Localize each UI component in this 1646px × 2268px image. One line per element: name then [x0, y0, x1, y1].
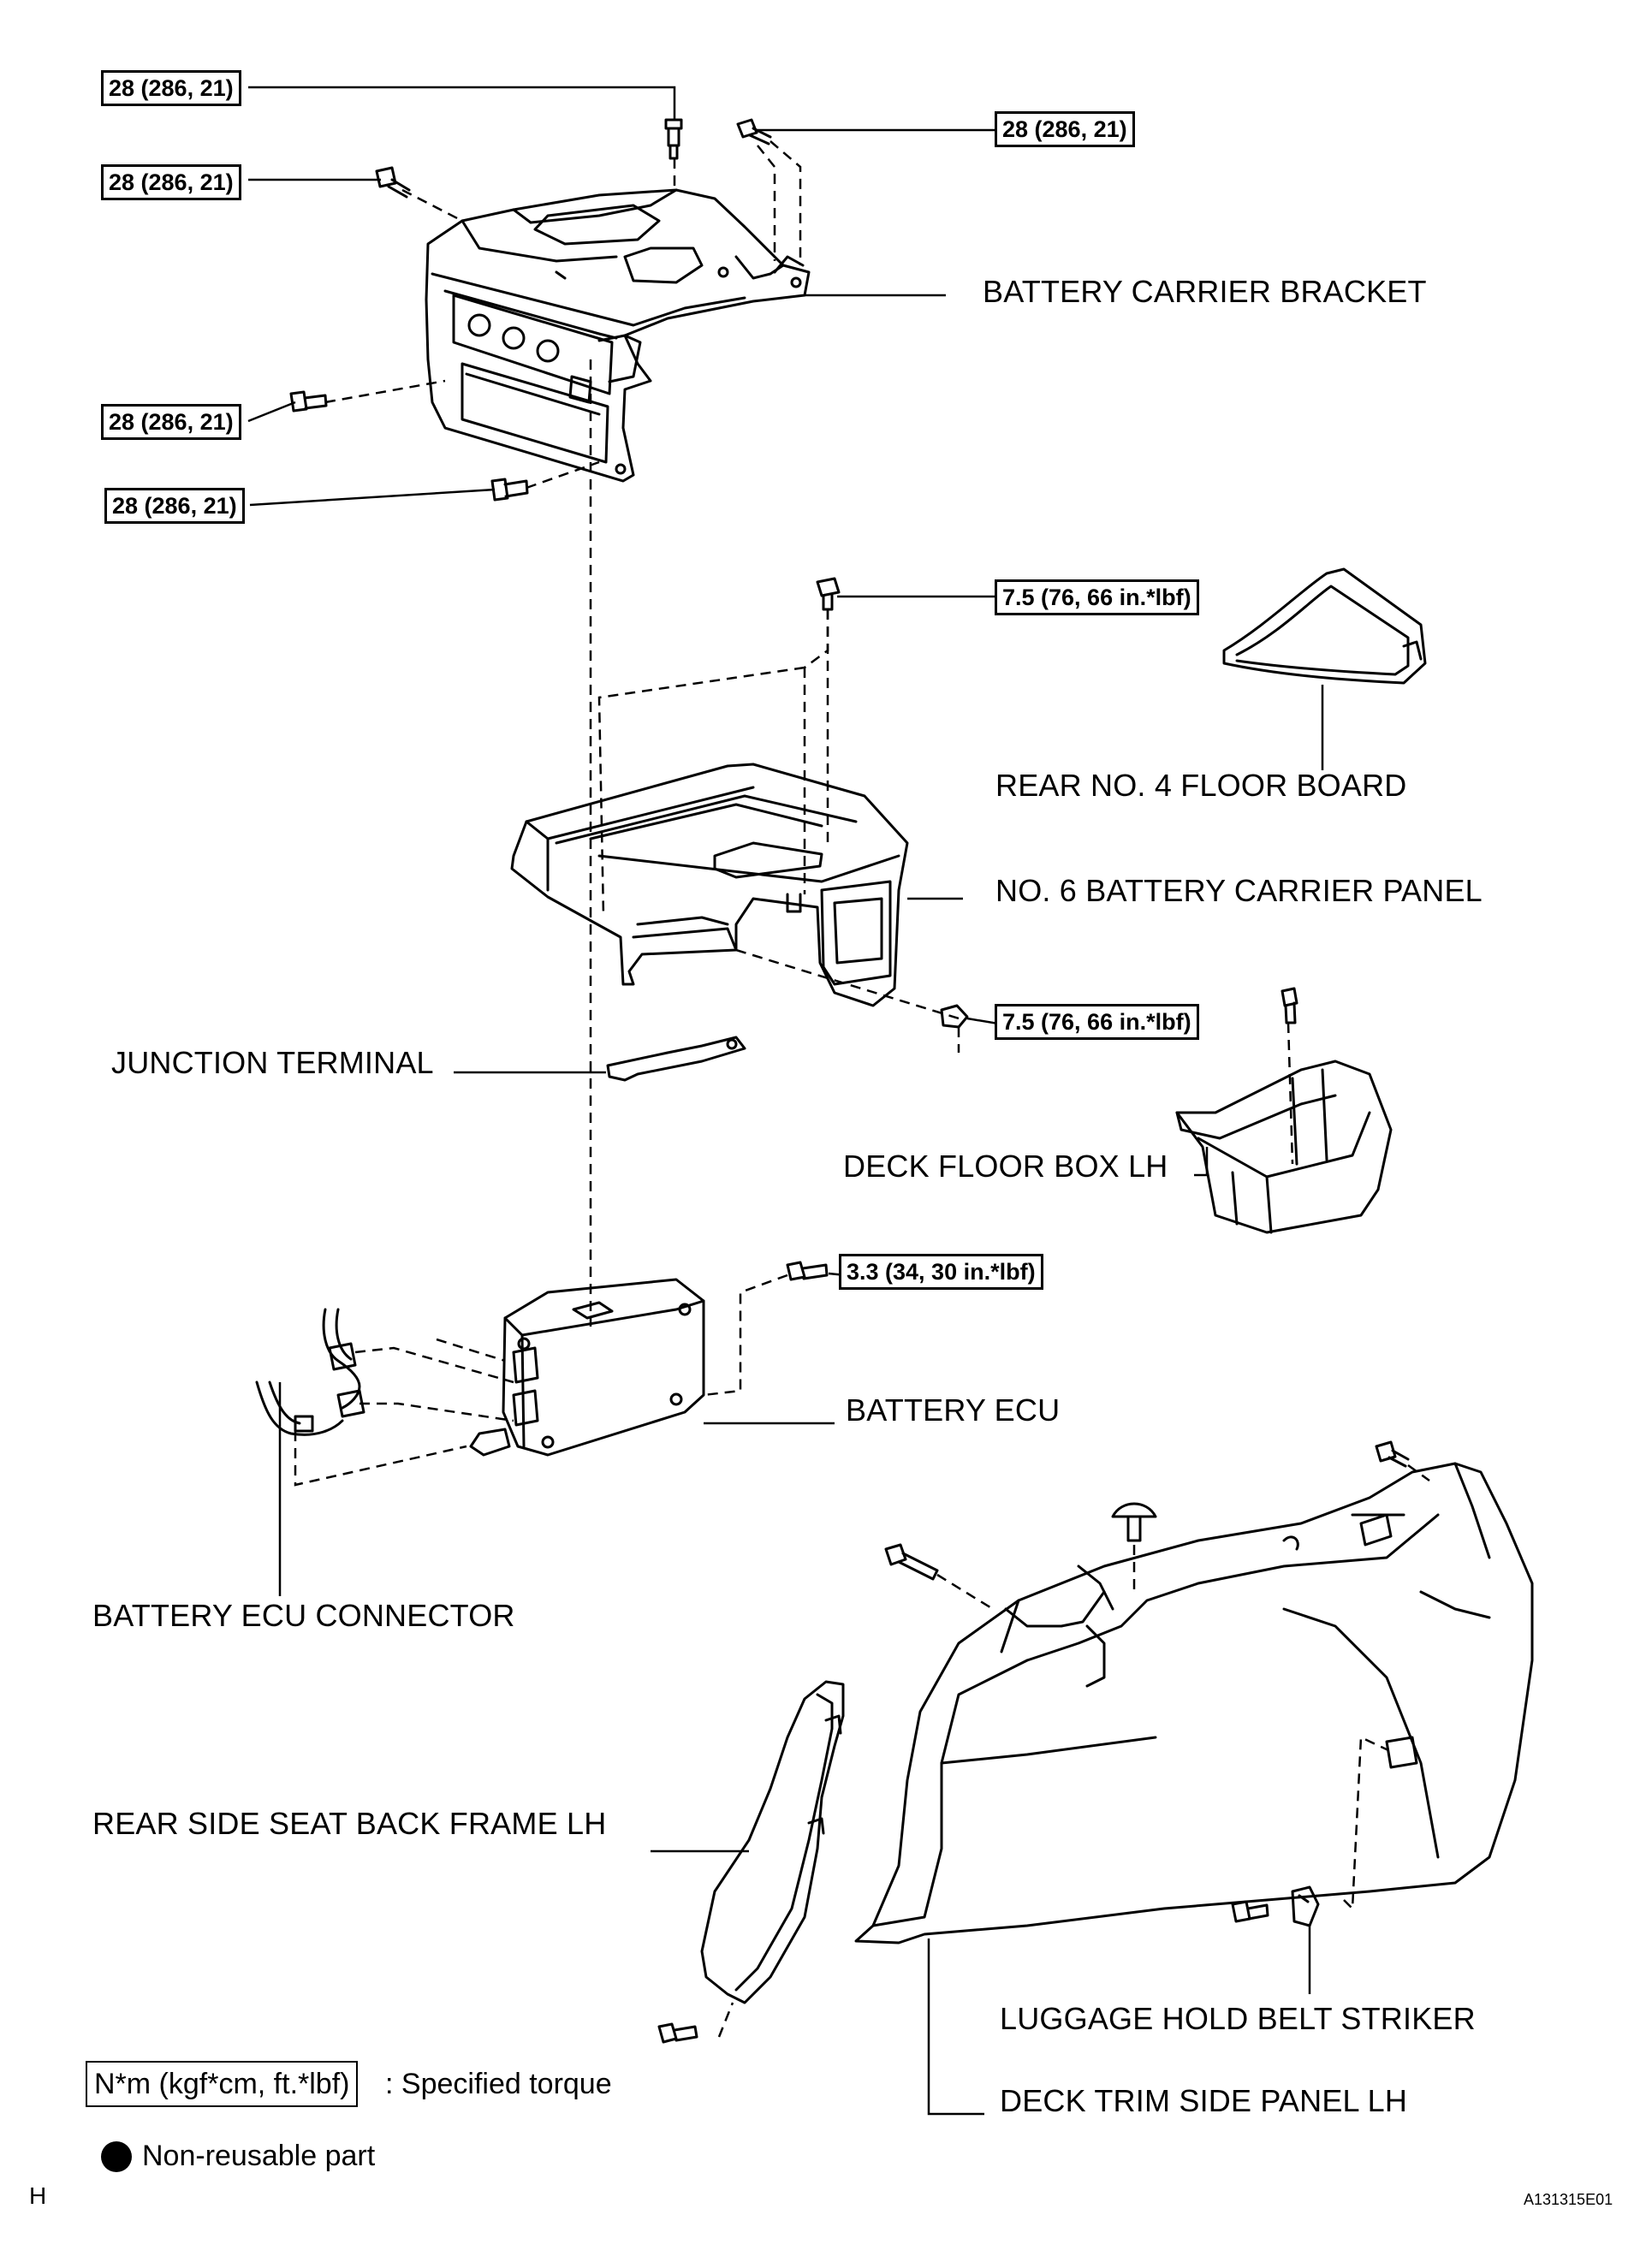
torque-spec-box: 28 (286, 21): [101, 70, 241, 106]
torque-spec-box: 28 (286, 21): [101, 404, 241, 440]
battery-ecu-connector-drawing: [255, 1261, 829, 1436]
luggage-hold-belt-striker-drawing: [1291, 1885, 1320, 1927]
label-battery-ecu-connector: BATTERY ECU CONNECTOR: [92, 1598, 515, 1633]
rear-side-seat-back-frame-lh-drawing: [657, 1680, 845, 2044]
rear-no4-floor-board-drawing: [1222, 567, 1427, 685]
label-rear-side-seat-back-frame-lh: REAR SIDE SEAT BACK FRAME LH: [92, 1806, 607, 1841]
torque-spec-box: 7.5 (76, 66 in.*lbf): [995, 579, 1199, 615]
junction-terminal-drawing: [606, 1036, 746, 1082]
label-deck-floor-box-lh: DECK FLOOR BOX LH: [843, 1149, 1168, 1184]
label-luggage-hold-belt-striker: LUGGAGE HOLD BELT STRIKER: [1000, 2001, 1476, 2036]
bolt-icon: [1231, 1900, 1269, 1923]
deck-trim-side-panel-lh-drawing: [854, 1462, 1534, 1944]
corner-letter: H: [29, 2182, 47, 2209]
legend-torque-desc: : Specified torque: [385, 2068, 612, 2100]
label-junction-terminal: JUNCTION TERMINAL: [111, 1045, 434, 1080]
label-deck-trim-side-panel-lh: DECK TRIM SIDE PANEL LH: [1000, 2083, 1408, 2118]
label-battery-carrier-bracket: BATTERY CARRIER BRACKET: [983, 274, 1427, 309]
deck-floor-box-lh-drawing: [1175, 987, 1393, 1234]
battery-carrier-bracket-drawing: [425, 188, 811, 483]
nut-icon: [940, 1004, 969, 1029]
torque-spec-box: 28 (286, 21): [104, 488, 245, 524]
torque-spec-box: 28 (286, 21): [101, 164, 241, 200]
bolt-icon: [884, 1543, 939, 1581]
legend-torque-unit-box: N*m (kgf*cm, ft.*lbf): [86, 2061, 359, 2107]
bolt-icon: [664, 118, 683, 160]
torque-spec-box: 28 (286, 21): [995, 111, 1135, 147]
bolt-icon: [816, 577, 841, 611]
bolt-icon: [289, 390, 328, 413]
torque-spec-box: 3.3 (34, 30 in.*lbf): [839, 1254, 1043, 1290]
label-battery-ecu: BATTERY ECU: [846, 1392, 1061, 1428]
bolt-icon: [1375, 1440, 1410, 1468]
bolt-icon: [490, 478, 529, 502]
figure-code: A131315E01: [1524, 2191, 1613, 2208]
bolt-icon: [375, 166, 411, 199]
non-reusable-part-icon: [101, 2141, 132, 2172]
label-rear-no4-floor-board: REAR NO. 4 FLOOR BOARD: [995, 768, 1407, 803]
torque-spec-box: 7.5 (76, 66 in.*lbf): [995, 1004, 1199, 1040]
no6-battery-carrier-panel-drawing: [510, 763, 909, 1007]
clip-icon: [1111, 1502, 1157, 1542]
label-no6-battery-carrier-panel: NO. 6 BATTERY CARRIER PANEL: [995, 873, 1483, 908]
battery-ecu-drawing: [469, 1278, 705, 1457]
bolt-icon: [736, 118, 772, 145]
legend-non-reusable-text: Non-reusable part: [142, 2140, 376, 2172]
